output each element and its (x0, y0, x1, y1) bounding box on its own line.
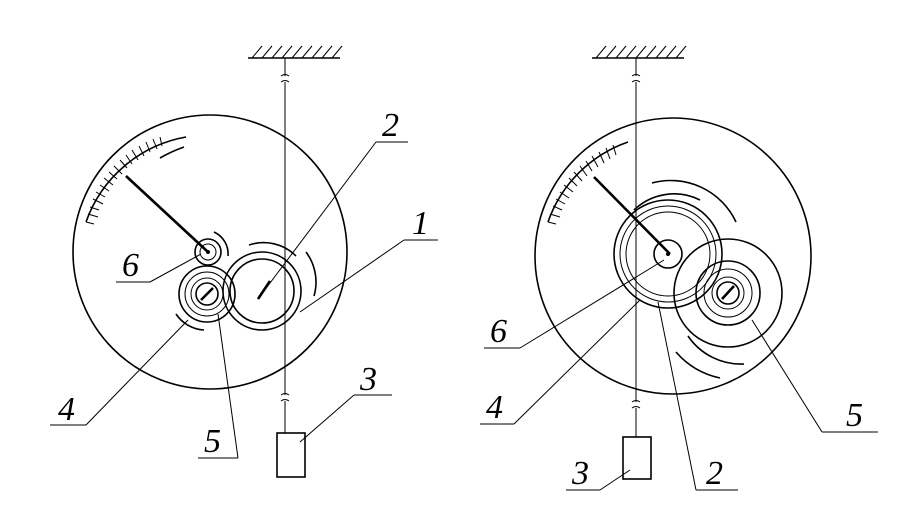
right-label-5: 5 (846, 397, 863, 434)
left-figure: 2 1 3 6 4 5 (50, 45, 438, 478)
left-label-2: 2 (382, 107, 399, 144)
left-weight (276, 432, 306, 478)
left-thread (280, 58, 290, 433)
right-label-6: 6 (490, 313, 507, 350)
left-label-1: 1 (412, 205, 429, 242)
right-main-disc (534, 117, 812, 395)
left-gear-2 (222, 241, 317, 331)
left-scale-arc (159, 146, 185, 159)
right-pointer (593, 176, 671, 255)
right-figure: 6 4 5 3 2 (480, 45, 878, 492)
left-label-3: 3 (359, 361, 377, 398)
left-main-disc (72, 114, 348, 390)
left-pointer (125, 175, 209, 253)
right-dial-scale (547, 141, 629, 225)
right-ceiling-support (592, 45, 687, 59)
left-gear-6 (194, 231, 229, 266)
right-thread (631, 58, 641, 437)
left-ceiling-support (248, 45, 343, 59)
left-leaders (50, 141, 438, 459)
right-label-2: 2 (706, 455, 723, 492)
left-label-4: 4 (58, 391, 75, 428)
right-gear-2-5 (673, 238, 783, 379)
right-weight (622, 436, 652, 480)
left-dial-scale (85, 136, 187, 225)
left-label-6: 6 (122, 247, 139, 284)
right-label-4: 4 (486, 389, 503, 426)
right-label-3: 3 (571, 455, 589, 492)
right-leaders (480, 259, 878, 491)
left-label-5: 5 (204, 423, 221, 460)
right-gear-4-6 (613, 179, 737, 309)
